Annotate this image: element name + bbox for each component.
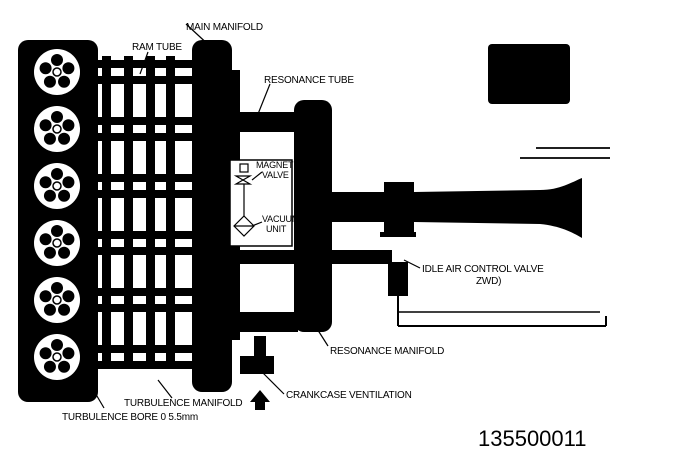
cylinder: [34, 220, 80, 266]
label-idle-air-control-1: IDLE AIR CONTROL VALVE: [422, 264, 544, 275]
label-vacuum-unit-1: VACUUM: [262, 214, 299, 224]
runner: [98, 117, 194, 125]
crankcase-vent-body: [240, 356, 274, 374]
valve-port: [58, 360, 71, 373]
label-magnetic-valve-1: MAGNETIC: [256, 160, 303, 170]
resonance-manifold: [294, 100, 332, 332]
runner: [98, 345, 194, 353]
valve-port: [62, 119, 75, 132]
valve-inset: [229, 159, 293, 247]
leader-lines: [83, 23, 421, 409]
valve-port: [39, 62, 52, 75]
label-main-manifold: MAIN MANIFOLD: [186, 22, 263, 33]
label-ram-tube: RAM TUBE: [132, 42, 182, 53]
valve-port: [39, 290, 52, 303]
runner: [98, 361, 194, 369]
valve-port: [58, 132, 71, 145]
valve-port: [62, 233, 75, 246]
cylinder: [34, 106, 80, 152]
valve-port: [43, 75, 56, 88]
label-turbulence-bore: TURBULENCE BORE 0 5.5mm: [62, 412, 198, 423]
valve-port: [62, 62, 75, 75]
resonance-tube-bottom: [232, 312, 298, 332]
valve-port: [43, 360, 56, 373]
runner: [98, 190, 194, 198]
magnetic-valve-icon: [239, 163, 249, 173]
cylinder-group: [34, 49, 80, 380]
valve-port: [43, 246, 56, 259]
label-crankcase-ventilation: CRANKCASE VENTILATION: [286, 390, 412, 401]
runner: [98, 133, 194, 141]
main-manifold: [192, 40, 232, 392]
label-magnetic-valve-2: VALVE: [262, 170, 289, 180]
valve-port: [62, 290, 75, 303]
air-intake-horn: [414, 178, 582, 238]
valve-port: [43, 132, 56, 145]
label-resonance-tube: RESONANCE TUBE: [264, 75, 354, 86]
control-unit-box: [488, 44, 570, 104]
valve-port: [43, 189, 56, 202]
runner: [98, 304, 194, 312]
cylinder: [34, 49, 80, 95]
valve-port: [58, 246, 71, 259]
cylinder: [34, 277, 80, 323]
throttle-plate: [380, 232, 416, 237]
cylinder: [34, 163, 80, 209]
valve-port: [51, 111, 63, 123]
valve-port: [62, 347, 75, 360]
intake-tube: [332, 192, 392, 222]
figure-number: 135500011: [478, 426, 587, 451]
valve-port: [58, 303, 71, 316]
valve-port: [58, 189, 71, 202]
label-turbulence-manifold: TURBULENCE MANIFOLD: [124, 398, 242, 409]
label-vacuum-unit-2: UNIT: [266, 224, 287, 234]
ram-tube-bars: [102, 56, 175, 362]
valve-port: [39, 176, 52, 189]
valve-port: [51, 339, 63, 351]
valve-port: [51, 225, 63, 237]
resonance-tube-top: [232, 112, 298, 132]
cylinder: [34, 334, 80, 380]
label-idle-air-control-2: ZWD): [476, 276, 501, 287]
valve-port: [39, 119, 52, 132]
runner: [98, 231, 194, 239]
valve-port: [51, 54, 63, 66]
valve-port: [58, 75, 71, 88]
runner: [98, 76, 194, 84]
runner: [98, 174, 194, 182]
valve-port: [51, 282, 63, 294]
valve-port: [62, 176, 75, 189]
idle-air-control-valve: [388, 262, 408, 296]
runner: [98, 247, 194, 255]
airflow-arrow-icon: [250, 390, 270, 402]
runner-group: [98, 60, 194, 369]
valve-port: [51, 168, 63, 180]
valve-port: [43, 303, 56, 316]
runner: [98, 60, 194, 68]
throttle-body: [384, 182, 414, 234]
valve-port: [39, 347, 52, 360]
valve-port: [39, 233, 52, 246]
vacuum-unit-icon: [233, 215, 255, 237]
label-resonance-manifold: RESONANCE MANIFOLD: [330, 346, 444, 357]
runner: [98, 288, 194, 296]
